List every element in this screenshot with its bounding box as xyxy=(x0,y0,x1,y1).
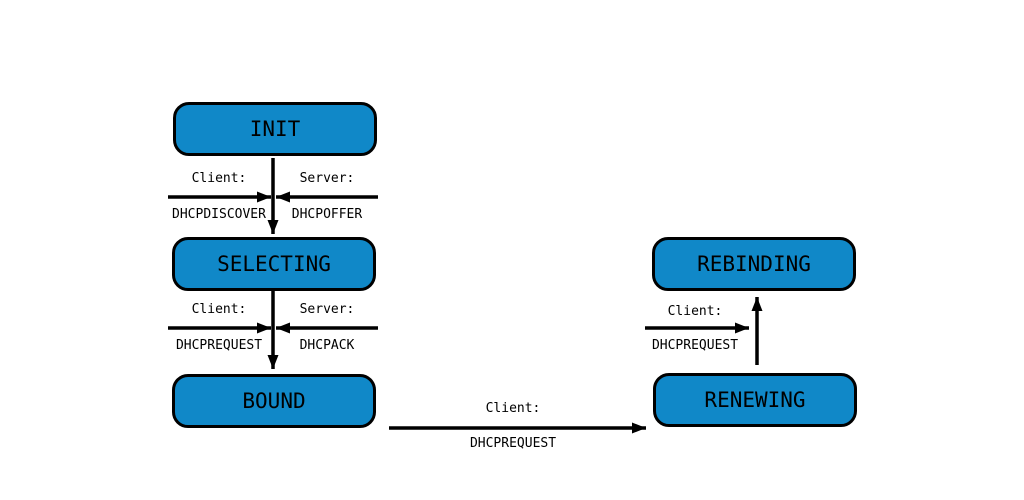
label-renewing-rebinding-client-msg: DHCPREQUEST xyxy=(651,338,739,353)
label-renewing-rebinding-client-role: Client: xyxy=(667,304,723,319)
state-selecting: SELECTING xyxy=(172,237,376,291)
label-init-selecting-client-msg: DHCPDISCOVER xyxy=(172,207,266,222)
label-selecting-bound-server-msg: DHCPACK xyxy=(299,338,355,353)
label-selecting-bound-server-role: Server: xyxy=(299,302,355,317)
label-init-selecting-server-role: Server: xyxy=(299,171,355,186)
label-init-selecting-client-role: Client: xyxy=(191,171,247,186)
state-bound: BOUND xyxy=(172,374,376,428)
label-selecting-bound-client-msg: DHCPREQUEST xyxy=(175,338,263,353)
state-init: INIT xyxy=(173,102,377,156)
state-rebinding: REBINDING xyxy=(652,237,856,291)
label-selecting-bound-client-role: Client: xyxy=(191,302,247,317)
label-bound-renewing-client-role: Client: xyxy=(485,401,541,416)
state-renewing: RENEWING xyxy=(653,373,857,427)
label-init-selecting-server-msg: DHCPOFFER xyxy=(291,207,363,222)
label-bound-renewing-client-msg: DHCPREQUEST xyxy=(469,436,557,451)
